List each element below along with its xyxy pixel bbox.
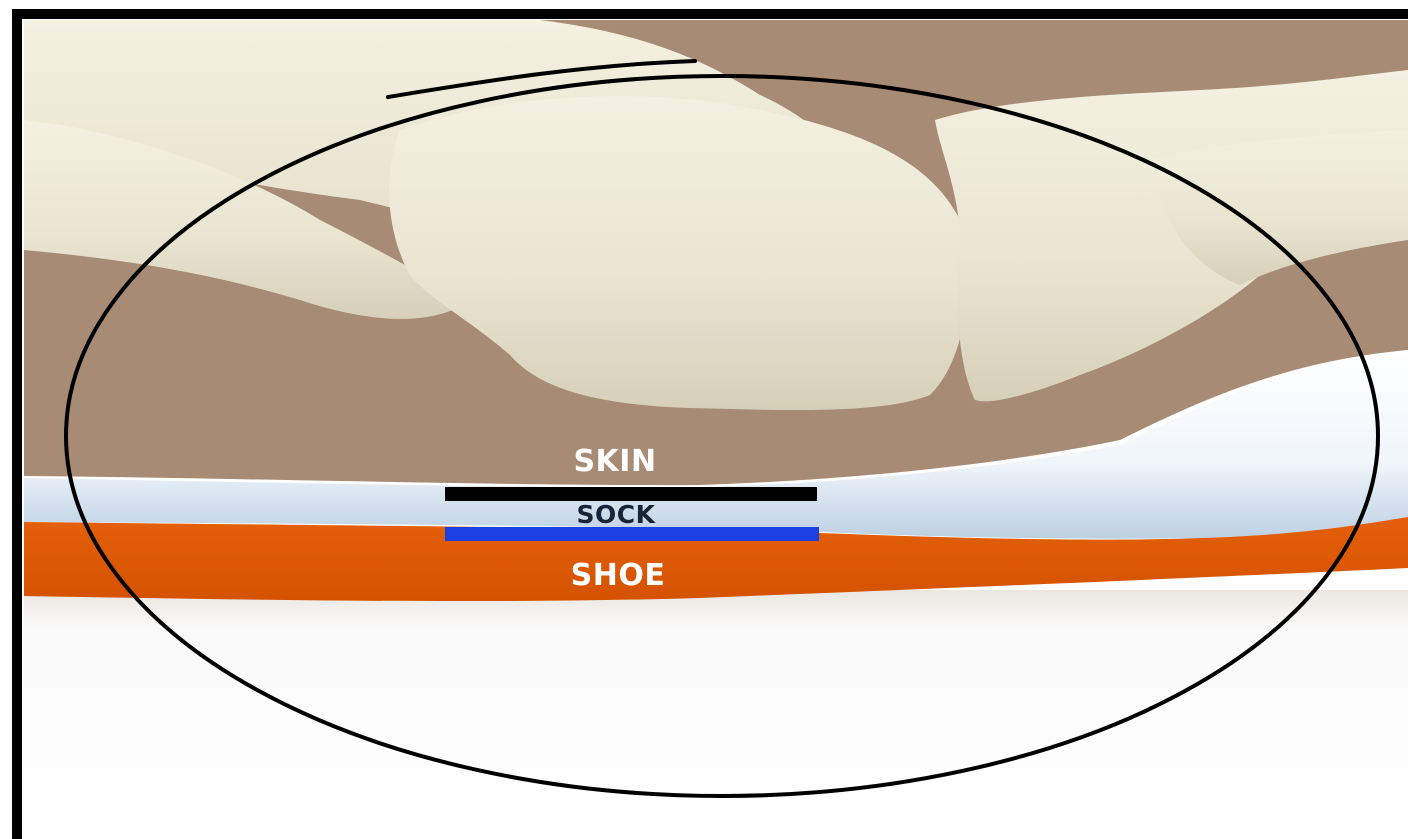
skin-label: SKIN bbox=[573, 444, 656, 479]
sock-marker-bar bbox=[445, 527, 819, 541]
skin-marker-bar bbox=[445, 487, 817, 501]
sock-label: SOCK bbox=[577, 500, 657, 529]
shoe-label: SHOE bbox=[571, 558, 666, 593]
floor-background bbox=[24, 590, 1408, 839]
